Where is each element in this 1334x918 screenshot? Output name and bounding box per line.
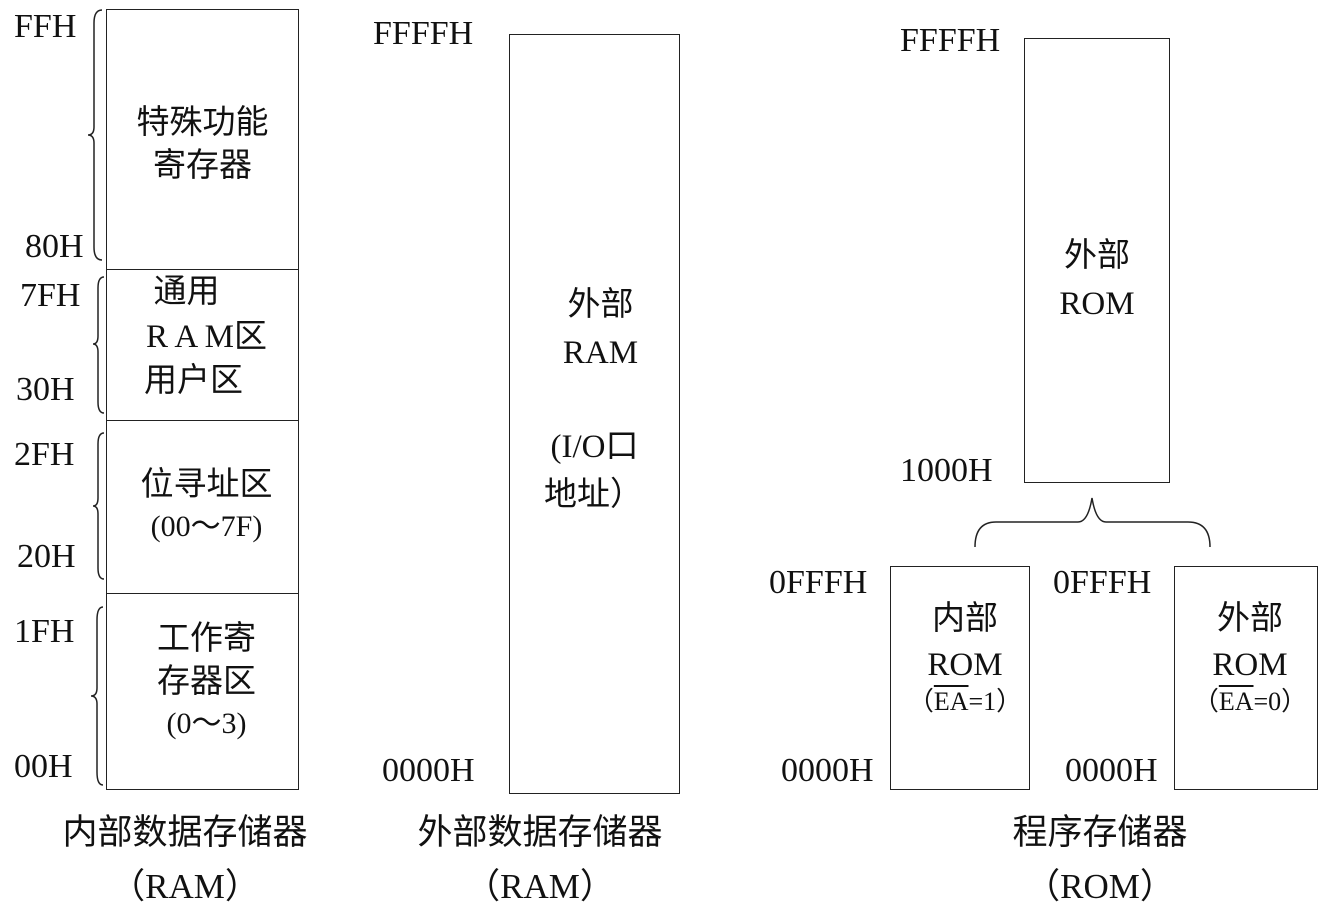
divider-20h xyxy=(106,593,299,594)
brace-sfr xyxy=(87,9,103,261)
external-ram-label: 外部 RAM (I/O口 地址） xyxy=(544,287,643,513)
addr-ffffh-rom: FFFFH xyxy=(900,22,1001,59)
internal-ram-caption: 内部数据存储器 （RAM） xyxy=(62,813,308,907)
addr-0fffh-external-rom: 0FFFH xyxy=(1053,564,1152,601)
addr-ffffh-external-ram: FFFFH xyxy=(373,15,474,52)
internal-rom-box xyxy=(890,566,1030,790)
internal-ram-column xyxy=(106,9,299,790)
region-label-bit-addressable: 位寻址区 (00～7F) xyxy=(140,467,273,543)
region-label-working-registers: 工作寄 存器区 (0～3) xyxy=(157,621,256,740)
addr-1fh: 1FH xyxy=(14,613,75,650)
upper-external-rom-label: 外部 ROM xyxy=(1059,238,1135,322)
external-ram-caption: 外部数据存储器 （RAM） xyxy=(417,813,663,907)
brace-low-rom-options xyxy=(974,497,1211,548)
ea-signal: EA xyxy=(1218,687,1254,717)
brace-general-ram xyxy=(92,276,105,414)
addr-00h: 00H xyxy=(14,748,73,785)
addr-0000h-external-rom: 0000H xyxy=(1065,752,1158,789)
addr-20h: 20H xyxy=(17,538,76,575)
upper-external-rom-column xyxy=(1024,38,1170,483)
divider-80h xyxy=(106,269,299,270)
addr-7fh: 7FH xyxy=(20,277,81,314)
external-ram-column xyxy=(509,34,680,794)
brace-working-registers xyxy=(90,606,104,786)
addr-ffh: FFH xyxy=(14,8,77,45)
region-label-general-ram: 通用 R A M区 用户区 xyxy=(144,274,268,400)
addr-0000h-external-ram: 0000H xyxy=(382,752,475,789)
divider-30h xyxy=(106,420,299,421)
addr-30h: 30H xyxy=(16,371,75,408)
external-rom-box xyxy=(1174,566,1318,790)
region-label-sfr: 特殊功能 寄存器 xyxy=(136,105,269,184)
addr-80h: 80H xyxy=(25,228,84,265)
external-rom-label: 外部 ROM （EA=0） xyxy=(1178,596,1322,721)
addr-1000h-rom: 1000H xyxy=(900,452,993,489)
brace-bit-addressable xyxy=(92,432,105,580)
addr-2fh: 2FH xyxy=(14,436,75,473)
program-rom-caption: 程序存储器 （ROM） xyxy=(1012,813,1188,907)
addr-0fffh-internal-rom: 0FFFH xyxy=(769,564,868,601)
addr-0000h-internal-rom: 0000H xyxy=(781,752,874,789)
ea-condition-external: （EA=0） xyxy=(1192,687,1308,717)
ea-signal: EA xyxy=(933,687,969,717)
internal-rom-label: 内部 ROM （EA=1） xyxy=(895,596,1035,721)
ea-condition-internal: （EA=1） xyxy=(907,687,1023,717)
